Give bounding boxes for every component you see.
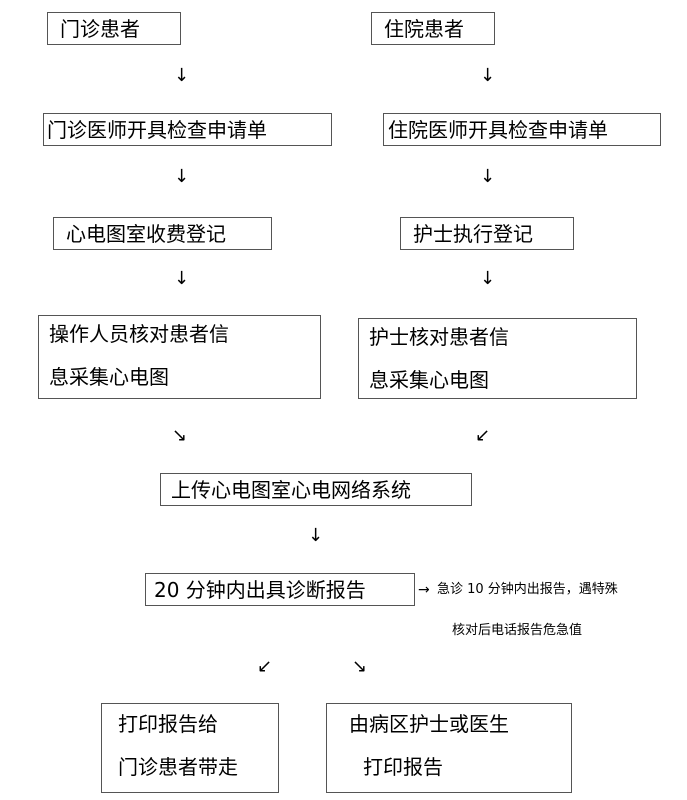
arrow-down-outpatient-2: ↓: [174, 166, 190, 187]
report-box: 20 分钟内出具诊断报告: [145, 573, 415, 606]
print-ward-line1: 由病区护士或医生: [349, 712, 509, 736]
inpatient-collect-line1: 护士核对患者信: [369, 325, 509, 349]
outpatient-request-box: 门诊医师开具检查申请单: [43, 113, 332, 146]
arrow-right-emergency: →: [418, 582, 430, 598]
arrow-down-inpatient-1: ↓: [480, 65, 496, 86]
upload-label: 上传心电图室心电网络系统: [171, 477, 411, 502]
outpatient-register-box: 心电图室收费登记: [53, 217, 272, 250]
inpatient-patient-box: 住院患者: [371, 12, 495, 45]
inpatient-register-box: 护士执行登记: [400, 217, 574, 250]
outpatient-patient-box: 门诊患者: [47, 12, 181, 45]
outpatient-collect-line1: 操作人员核对患者信: [49, 322, 229, 346]
arrow-down-outpatient-1: ↓: [174, 65, 190, 86]
inpatient-patient-label: 住院患者: [384, 16, 464, 41]
arrow-down-right-split: ↘: [352, 656, 368, 677]
inpatient-request-box: 住院医师开具检查申请单: [383, 113, 661, 146]
inpatient-register-label: 护士执行登记: [413, 221, 533, 246]
emergency-note-line2: 核对后电话报告危急值: [452, 623, 583, 638]
arrow-down-left-merge: ↙: [475, 425, 491, 446]
inpatient-request-label: 住院医师开具检查申请单: [388, 117, 608, 142]
outpatient-collect-box: 操作人员核对患者信 息采集心电图: [38, 315, 321, 399]
print-ward-line2: 打印报告: [363, 755, 443, 779]
arrow-down-outpatient-3: ↓: [174, 268, 190, 289]
print-outpatient-line2: 门诊患者带走: [118, 755, 238, 779]
arrow-down-inpatient-3: ↓: [480, 268, 496, 289]
inpatient-collect-line2: 息采集心电图: [369, 368, 489, 392]
outpatient-collect-line2: 息采集心电图: [49, 365, 169, 389]
outpatient-register-label: 心电图室收费登记: [66, 221, 226, 246]
emergency-note-line1: 急诊 10 分钟内出报告，遇特殊: [437, 582, 618, 597]
report-label: 20 分钟内出具诊断报告: [154, 577, 366, 602]
outpatient-patient-label: 门诊患者: [60, 16, 140, 41]
upload-box: 上传心电图室心电网络系统: [160, 473, 472, 506]
print-ward-box: 由病区护士或医生 打印报告: [326, 703, 572, 793]
arrow-down-left-split: ↙: [257, 656, 273, 677]
outpatient-request-label: 门诊医师开具检查申请单: [47, 117, 267, 142]
arrow-down-inpatient-2: ↓: [480, 166, 496, 187]
print-outpatient-line1: 打印报告给: [118, 712, 218, 736]
print-outpatient-box: 打印报告给 门诊患者带走: [101, 703, 279, 793]
arrow-down-upload: ↓: [308, 525, 324, 546]
inpatient-collect-box: 护士核对患者信 息采集心电图: [358, 318, 637, 399]
arrow-down-right-merge: ↘: [172, 425, 188, 446]
